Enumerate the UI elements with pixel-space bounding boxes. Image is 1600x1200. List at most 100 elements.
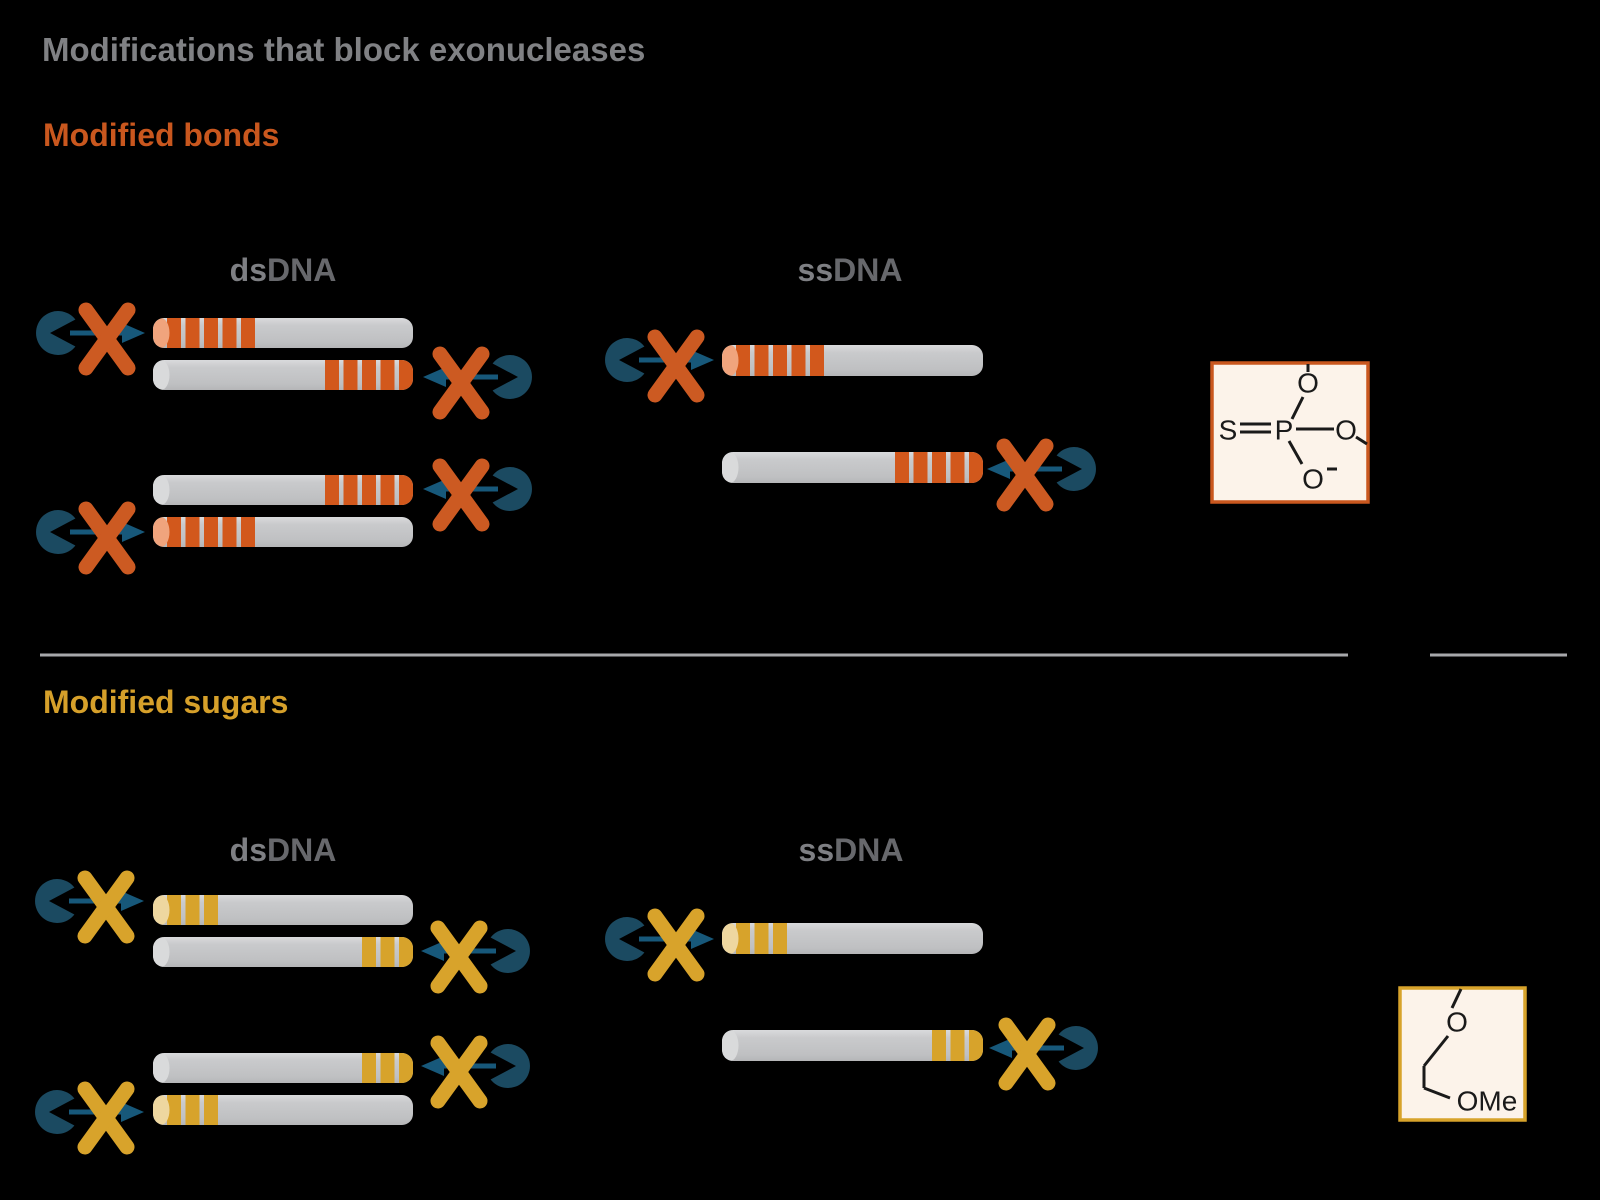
exonuclease-enzyme xyxy=(36,501,145,575)
chem-atom-label: O xyxy=(1297,368,1319,399)
modified-ring xyxy=(222,517,237,547)
pacman-exonuclease-icon xyxy=(35,1090,75,1134)
dna-strand xyxy=(153,318,413,348)
exonuclease-enzyme xyxy=(423,346,532,420)
modified-ring xyxy=(222,318,237,348)
pacman-exonuclease-icon xyxy=(492,466,532,511)
pacman-exonuclease-icon xyxy=(1058,1026,1098,1070)
arrow-head xyxy=(423,367,446,387)
dna-strand xyxy=(153,360,413,390)
pacman-exonuclease-icon xyxy=(1056,447,1096,491)
blocked-x-icon xyxy=(430,920,488,994)
dna-strand xyxy=(153,475,413,505)
modified-ring xyxy=(932,452,946,483)
strand-end-cap xyxy=(722,452,739,483)
exonuclease-enzyme xyxy=(605,329,714,403)
chem-atom-label: S xyxy=(1219,415,1238,446)
strand-end-cap xyxy=(153,1053,170,1083)
chem-bond xyxy=(1422,1035,1450,1067)
dna-strand xyxy=(153,1053,413,1083)
chem-atom-label: O xyxy=(1335,415,1357,446)
label-prefix: ss xyxy=(797,252,834,288)
modified-ring xyxy=(969,452,983,483)
modified-ring xyxy=(362,1053,376,1083)
strand-end-cap xyxy=(153,360,170,390)
dna-strand xyxy=(722,923,983,954)
label-main: DNA xyxy=(267,832,337,868)
modified-ring xyxy=(380,360,395,390)
arrow-head xyxy=(421,941,444,961)
modified-ring xyxy=(399,360,413,390)
strand-end-cap xyxy=(153,475,170,505)
modified-ring xyxy=(736,923,750,954)
modified-ring xyxy=(167,318,181,348)
label-prefix: ds xyxy=(229,832,268,868)
strand-end-cap xyxy=(153,517,170,547)
modified-ring xyxy=(950,452,965,483)
modified-ring xyxy=(399,1053,413,1083)
modified-ring xyxy=(895,452,909,483)
dna-strand xyxy=(722,345,983,376)
blocked-x-icon xyxy=(78,501,136,575)
modified-ring xyxy=(241,318,255,348)
blocked-x-icon xyxy=(77,1081,135,1155)
modified-ring xyxy=(185,1095,200,1125)
blocked-x-icon xyxy=(430,1035,488,1109)
exonuclease-enzyme xyxy=(989,1017,1098,1091)
chem-bond xyxy=(1450,988,1463,1009)
dna-strand xyxy=(153,937,413,967)
page-title: Modifications that block exonucleases xyxy=(42,31,646,68)
modified-ring xyxy=(325,475,339,505)
modified-ring xyxy=(167,895,181,925)
modified-ring xyxy=(754,923,769,954)
dna-strand xyxy=(153,517,413,547)
modified-ring xyxy=(913,452,928,483)
arrow-head xyxy=(423,479,446,499)
section-heading-modified-bonds: Modified bonds xyxy=(43,117,280,153)
blocked-x-icon xyxy=(998,1017,1056,1091)
modified-ring xyxy=(773,923,787,954)
modified-ring xyxy=(167,1095,181,1125)
modified-ring xyxy=(399,475,413,505)
chem-bond xyxy=(1290,396,1305,420)
modified-ring xyxy=(754,345,769,376)
arrow-head xyxy=(989,1038,1012,1058)
chem-box-frame xyxy=(1398,986,1527,1122)
blocked-x-icon xyxy=(78,302,136,376)
chem-bond xyxy=(1355,435,1368,446)
modified-ring xyxy=(380,475,395,505)
blocked-x-icon xyxy=(432,458,490,532)
arrow-head xyxy=(691,929,714,949)
dna-strand xyxy=(722,452,983,483)
chemical-structure-box: O OMe xyxy=(1398,986,1527,1122)
modified-ring xyxy=(950,1030,965,1061)
modified-ring xyxy=(204,895,218,925)
chem-bond xyxy=(1423,1086,1451,1100)
label-prefix: ss xyxy=(798,832,835,868)
modified-ring xyxy=(185,895,200,925)
label-main: DNA xyxy=(833,252,903,288)
exonuclease-enzyme xyxy=(35,870,144,944)
modified-ring xyxy=(343,360,358,390)
group-label-ssdna: ssDNA xyxy=(799,832,904,869)
modified-ring xyxy=(167,517,181,547)
strand-end-cap xyxy=(153,937,170,967)
label-main: DNA xyxy=(267,252,337,288)
modified-ring xyxy=(736,345,750,376)
modified-ring xyxy=(791,345,806,376)
chem-box-frame xyxy=(1210,361,1370,504)
chem-atom-label: OMe xyxy=(1457,1086,1518,1117)
strand-end-cap xyxy=(153,1095,170,1125)
modified-ring xyxy=(185,318,200,348)
modified-ring xyxy=(362,937,376,967)
modified-ring xyxy=(810,345,824,376)
modified-ring xyxy=(185,517,200,547)
dna-strand xyxy=(153,895,413,925)
chem-atom-label: O xyxy=(1446,1007,1468,1038)
arrow-head xyxy=(121,1102,144,1122)
arrow-head xyxy=(691,350,714,370)
exonuclease-enzyme xyxy=(421,1035,530,1109)
